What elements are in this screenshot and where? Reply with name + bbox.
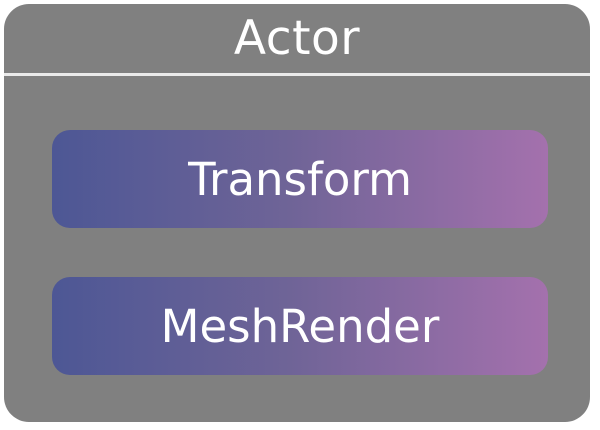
- component-box-meshrender[interactable]: MeshRender: [52, 277, 548, 375]
- header-divider: [4, 73, 590, 76]
- component-list: Transform MeshRender: [4, 76, 590, 422]
- actor-title: Actor: [233, 10, 361, 66]
- actor-header: Actor: [4, 4, 590, 72]
- component-label: Transform: [188, 152, 412, 206]
- component-box-transform[interactable]: Transform: [52, 130, 548, 228]
- actor-container[interactable]: Actor Transform MeshRender: [4, 4, 590, 422]
- component-label: MeshRender: [160, 299, 440, 353]
